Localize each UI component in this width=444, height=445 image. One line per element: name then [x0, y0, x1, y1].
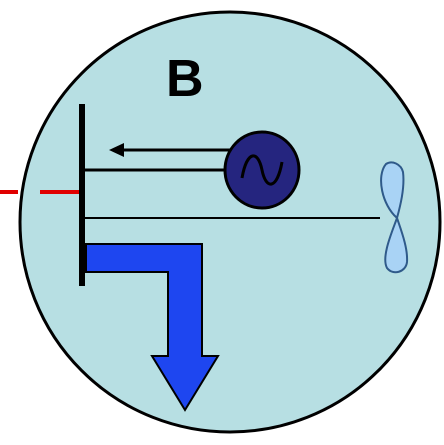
load-arrow-icon — [85, 243, 220, 412]
node-circle — [18, 10, 442, 434]
wind-turbine-blade-icon — [380, 161, 409, 274]
power-injection-arrow-icon — [109, 143, 232, 157]
ac-generator-icon — [223, 130, 301, 210]
node-label: B — [166, 50, 204, 108]
